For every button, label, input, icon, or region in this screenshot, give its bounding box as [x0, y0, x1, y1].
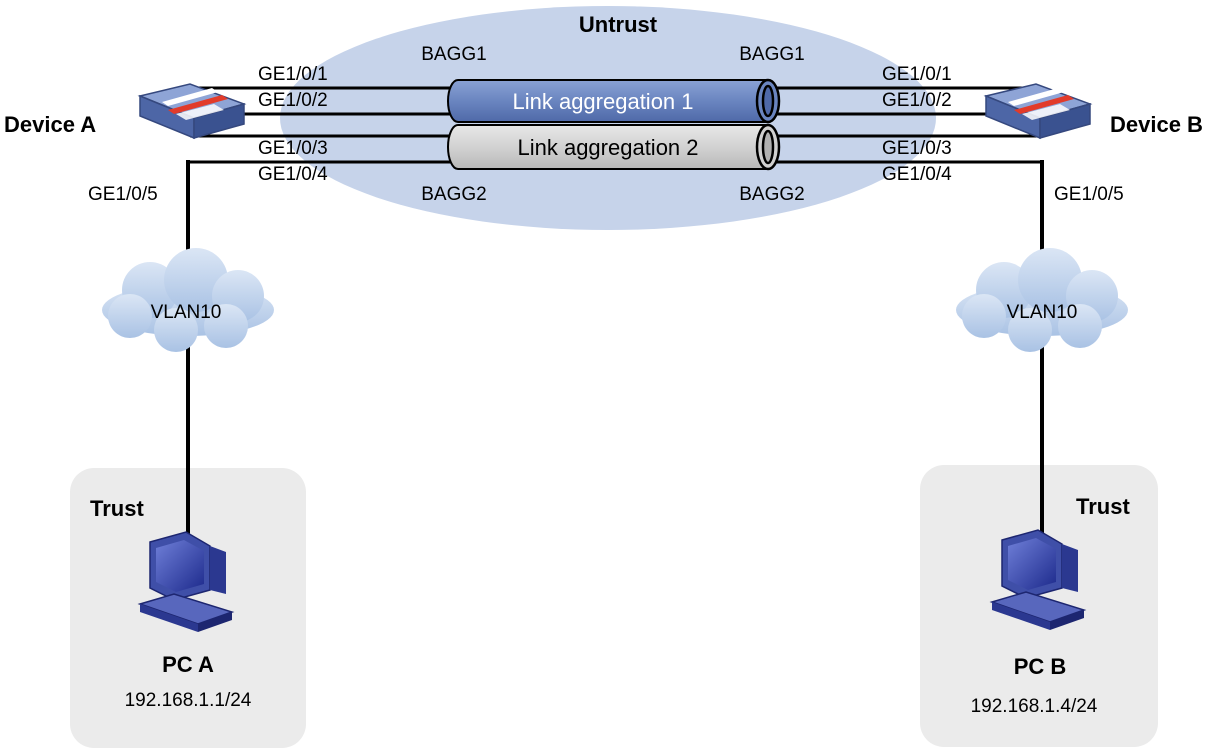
pc-a-label: PC A — [162, 652, 214, 677]
bagg2-right-label: BAGG2 — [739, 184, 804, 205]
link-aggregation-2-tube — [447, 123, 781, 171]
link-aggregation-1-tube — [447, 78, 781, 124]
untrust-zone-label: Untrust — [579, 12, 658, 37]
port-a-3-label: GE1/0/3 — [258, 138, 328, 159]
port-a-1-label: GE1/0/1 — [258, 64, 328, 85]
port-a-4-label: GE1/0/4 — [258, 164, 328, 185]
pc-b-ip: 192.168.1.4/24 — [971, 696, 1098, 717]
port-b-4-label: GE1/0/4 — [882, 164, 952, 185]
bagg1-left-label: BAGG1 — [421, 44, 486, 65]
vlan-left-label: VLAN10 — [151, 302, 222, 323]
device-b-firewall-icon[interactable] — [983, 83, 1093, 140]
port-a-5-label: GE1/0/5 — [88, 184, 158, 205]
link-aggregation-1-label: Link aggregation 1 — [512, 89, 693, 114]
port-b-5-label: GE1/0/5 — [1054, 184, 1124, 205]
port-a-2-label: GE1/0/2 — [258, 90, 328, 111]
bagg1-right-label: BAGG1 — [739, 44, 804, 65]
device-a-firewall-icon[interactable] — [137, 83, 247, 140]
member-links-right — [768, 86, 1040, 164]
pc-a-ip: 192.168.1.1/24 — [125, 690, 252, 711]
link-aggregation-2-label: Link aggregation 2 — [517, 135, 698, 160]
port-b-3-label: GE1/0/3 — [882, 138, 952, 159]
pc-b-computer-icon[interactable] — [989, 529, 1087, 630]
pc-a-computer-icon[interactable] — [137, 531, 235, 632]
vlan-cloud-right — [956, 248, 1128, 352]
vlan-right-label: VLAN10 — [1007, 302, 1078, 323]
device-b-label: Device B — [1110, 112, 1203, 137]
pc-b-label: PC B — [1014, 654, 1067, 679]
device-a-label: Device A — [4, 112, 96, 137]
trust-zone-left-label: Trust — [90, 496, 144, 521]
trust-zone-right-label: Trust — [1076, 494, 1130, 519]
port-b-1-label: GE1/0/1 — [882, 64, 952, 85]
vlan-cloud-left — [102, 248, 274, 352]
port-b-2-label: GE1/0/2 — [882, 90, 952, 111]
bagg2-left-label: BAGG2 — [421, 184, 486, 205]
